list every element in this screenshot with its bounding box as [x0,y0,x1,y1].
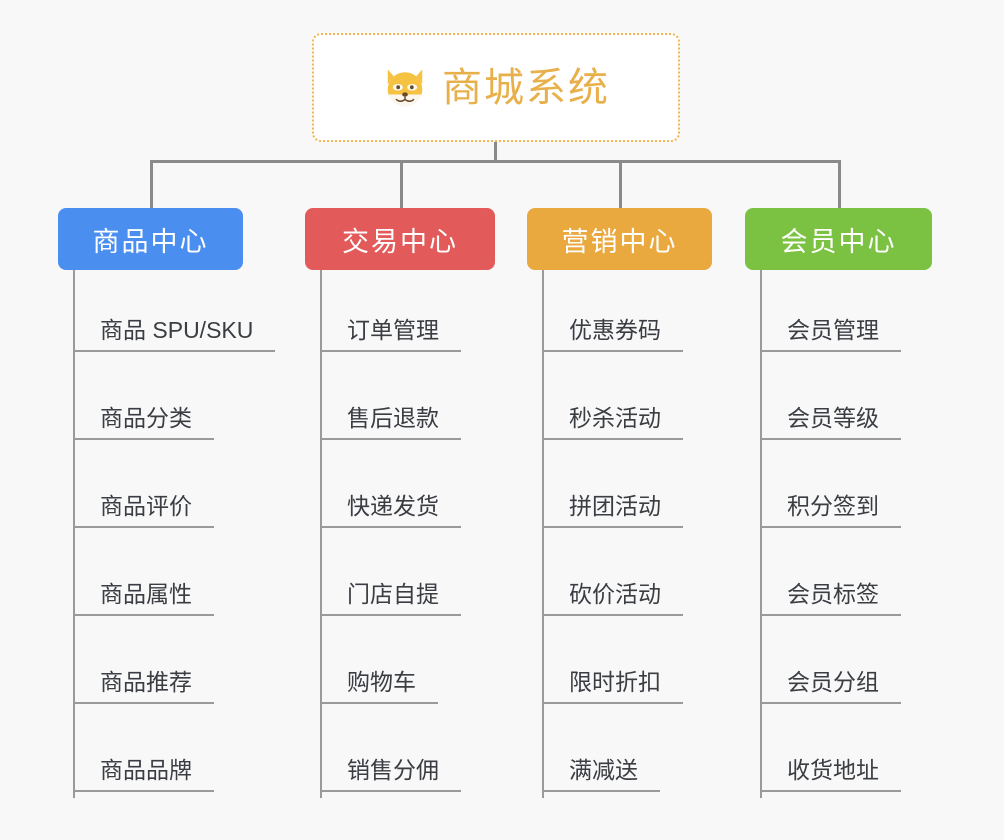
leaf-label: 订单管理 [320,317,461,352]
leaf-label: 商品评价 [73,493,214,528]
category-header-marketing-center[interactable]: 营销中心 [527,208,712,270]
list-item[interactable]: 满减送 [542,710,712,798]
connector-drop-member-center [838,160,841,208]
leaf-label: 商品推荐 [73,669,214,704]
root-title: 商城系统 [442,65,610,110]
connector-drop-product-center [150,160,153,208]
list-item[interactable]: 砍价活动 [542,534,712,622]
leaf-label: 优惠券码 [542,317,683,352]
leaf-spine [760,270,762,798]
list-item[interactable]: 会员标签 [760,534,932,622]
list-item[interactable]: 优惠券码 [542,270,712,358]
leaf-label: 砍价活动 [542,581,683,616]
category-label: 商品中心 [92,226,209,257]
category-header-member-center[interactable]: 会员中心 [745,208,932,270]
leaf-label: 商品属性 [73,581,214,616]
leaf-spine [542,270,544,798]
leaf-label: 商品分类 [73,405,214,440]
leaf-spine [320,270,322,798]
leaf-list-trade-center: 订单管理 售后退款 快递发货 门店自提 购物车 销售分佣 [305,270,495,798]
list-item[interactable]: 秒杀活动 [542,358,712,446]
leaf-label: 销售分佣 [320,757,461,792]
category-label: 交易中心 [342,226,458,257]
list-item[interactable]: 会员分组 [760,622,932,710]
leaf-list-member-center: 会员管理 会员等级 积分签到 会员标签 会员分组 收货地址 [745,270,932,798]
leaf-label: 门店自提 [320,581,461,616]
list-item[interactable]: 会员管理 [760,270,932,358]
leaf-label: 商品 SPU/SKU [73,317,276,352]
leaf-spine [73,270,75,798]
category-label: 营销中心 [561,226,678,257]
leaf-list-marketing-center: 优惠券码 秒杀活动 拼团活动 砍价活动 限时折扣 满减送 [527,270,712,798]
leaf-list-product-center: 商品 SPU/SKU 商品分类 商品评价 商品属性 商品推荐 商品品牌 [58,270,276,798]
leaf-label: 购物车 [320,669,438,704]
list-item[interactable]: 商品推荐 [73,622,243,710]
leaf-label: 商品品牌 [73,757,214,792]
list-item[interactable]: 售后退款 [320,358,495,446]
leaf-label: 积分签到 [760,493,901,528]
category-header-product-center[interactable]: 商品中心 [58,208,243,270]
column-member-center: 会员中心 会员管理 会员等级 积分签到 会员标签 会员分组 收货地址 [745,208,932,798]
leaf-label: 限时折扣 [542,669,683,704]
column-trade-center: 交易中心 订单管理 售后退款 快递发货 门店自提 购物车 销售分佣 [305,208,495,798]
category-label: 会员中心 [780,226,897,257]
leaf-label: 秒杀活动 [542,405,683,440]
list-item[interactable]: 商品 SPU/SKU [73,270,276,358]
category-header-trade-center[interactable]: 交易中心 [305,208,495,270]
list-item[interactable]: 商品属性 [73,534,243,622]
list-item[interactable]: 会员等级 [760,358,932,446]
dog-face-icon [382,65,428,111]
list-item[interactable]: 购物车 [320,622,495,710]
list-item[interactable]: 快递发货 [320,446,495,534]
leaf-label: 会员标签 [760,581,901,616]
list-item[interactable]: 门店自提 [320,534,495,622]
list-item[interactable]: 商品评价 [73,446,243,534]
leaf-label: 收货地址 [760,757,901,792]
list-item[interactable]: 限时折扣 [542,622,712,710]
column-product-center: 商品中心 商品 SPU/SKU 商品分类 商品评价 商品属性 商品推荐 商品品牌 [58,208,276,798]
list-item[interactable]: 订单管理 [320,270,495,358]
leaf-label: 会员分组 [760,669,901,704]
leaf-label: 会员等级 [760,405,901,440]
leaf-label: 会员管理 [760,317,901,352]
list-item[interactable]: 拼团活动 [542,446,712,534]
connector-drop-marketing-center [619,160,622,208]
column-marketing-center: 营销中心 优惠券码 秒杀活动 拼团活动 砍价活动 限时折扣 满减送 [527,208,712,798]
leaf-label: 满减送 [542,757,660,792]
leaf-label: 拼团活动 [542,493,683,528]
leaf-label: 快递发货 [320,493,461,528]
connector-drop-trade-center [400,160,403,208]
connector-horizontal-bus [150,160,840,163]
list-item[interactable]: 商品品牌 [73,710,243,798]
list-item[interactable]: 商品分类 [73,358,243,446]
list-item[interactable]: 销售分佣 [320,710,495,798]
root-node[interactable]: 商城系统 [312,33,680,142]
list-item[interactable]: 收货地址 [760,710,932,798]
list-item[interactable]: 积分签到 [760,446,932,534]
connector-root-stem [494,142,497,163]
leaf-label: 售后退款 [320,405,461,440]
